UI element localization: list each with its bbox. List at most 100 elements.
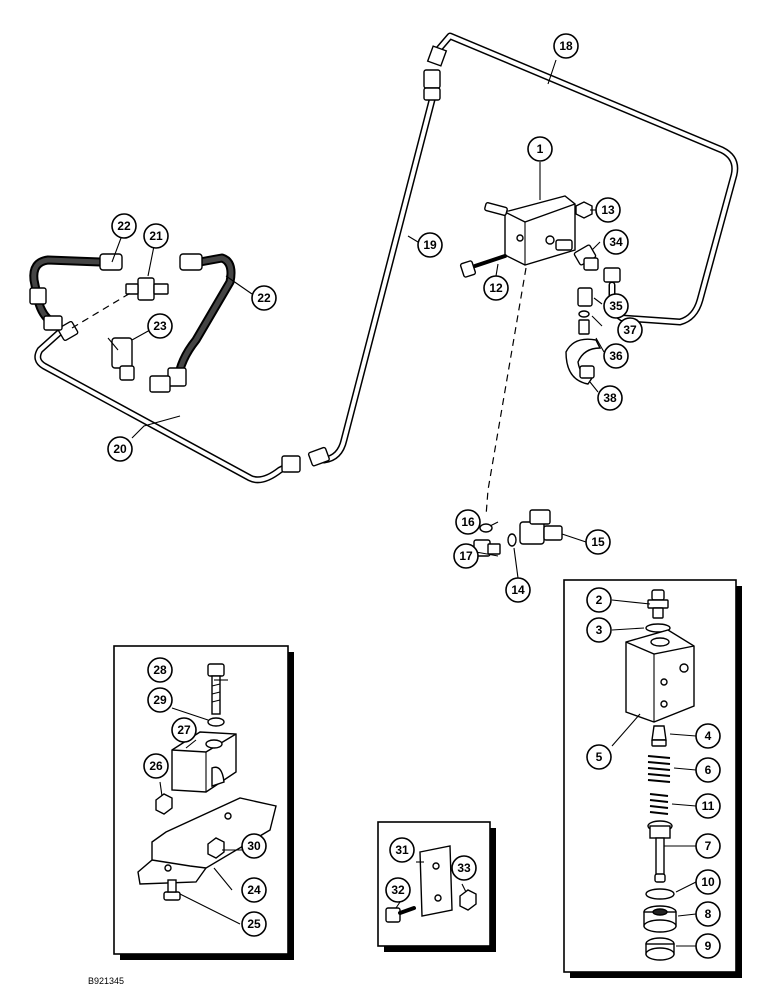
callout-7: 7 <box>695 833 721 859</box>
callout-16: 16 <box>455 509 481 535</box>
callout-22-left: 22 <box>111 213 137 239</box>
svg-text:37: 37 <box>623 323 637 337</box>
fitting-2 <box>647 589 669 619</box>
inset-frame-bracket <box>113 645 294 960</box>
callout-13: 13 <box>595 197 621 223</box>
svg-text:17: 17 <box>459 549 473 563</box>
callout-8: 8 <box>695 901 721 927</box>
callout-38: 38 <box>597 385 623 411</box>
hose-22-right <box>149 253 236 393</box>
svg-text:11: 11 <box>702 799 715 813</box>
svg-text:23: 23 <box>153 319 167 333</box>
svg-text:13: 13 <box>601 203 615 217</box>
o-ring-3 <box>645 623 671 633</box>
svg-text:31: 31 <box>395 843 409 857</box>
callout-20: 20 <box>107 436 133 462</box>
washer-29 <box>207 717 225 727</box>
callout-32: 32 <box>385 877 411 903</box>
callout-29: 29 <box>147 687 173 713</box>
svg-text:20: 20 <box>113 442 127 456</box>
callout-10: 10 <box>695 869 721 895</box>
sleeve-35 <box>577 287 593 307</box>
callout-21: 21 <box>143 223 169 249</box>
callout-4: 4 <box>695 723 721 749</box>
callout-27: 27 <box>171 717 197 743</box>
svg-text:14: 14 <box>511 583 525 597</box>
nut-30 <box>207 837 225 859</box>
svg-text:10: 10 <box>701 875 715 889</box>
callout-26: 26 <box>143 753 169 779</box>
svg-text:8: 8 <box>705 907 712 921</box>
svg-text:5: 5 <box>596 750 603 764</box>
callout-28: 28 <box>147 657 173 683</box>
svg-text:28: 28 <box>153 663 167 677</box>
elbow-34 <box>573 244 599 271</box>
clamp-38 <box>565 338 602 385</box>
tube-19 <box>307 69 441 467</box>
callout-37: 37 <box>617 317 643 343</box>
callout-9: 9 <box>695 933 721 959</box>
callout-5: 5 <box>586 744 612 770</box>
nut-33 <box>459 889 477 911</box>
callout-36: 36 <box>603 343 629 369</box>
callout-15: 15 <box>585 529 611 555</box>
o-ring-14 <box>507 533 517 547</box>
bolt-12 <box>459 254 507 278</box>
svg-text:24: 24 <box>247 883 261 897</box>
bolt-25 <box>163 879 181 901</box>
callout-23: 23 <box>147 313 173 339</box>
callout-6: 6 <box>695 757 721 783</box>
o-ring-10 <box>645 888 675 900</box>
svg-text:33: 33 <box>457 861 471 875</box>
svg-text:2: 2 <box>596 593 603 607</box>
drawing-code: B921345 <box>88 976 125 986</box>
plate-31 <box>419 845 453 917</box>
svg-text:7: 7 <box>705 839 712 853</box>
svg-text:35: 35 <box>609 299 623 313</box>
svg-text:34: 34 <box>609 235 623 249</box>
spring-6 <box>647 755 671 783</box>
callout-1: 1 <box>527 136 553 162</box>
svg-text:18: 18 <box>559 39 573 53</box>
svg-text:9: 9 <box>705 939 712 953</box>
bolt-28 <box>207 663 225 715</box>
tube-18 <box>426 32 739 326</box>
svg-text:19: 19 <box>423 238 437 252</box>
nut-9 <box>645 937 675 961</box>
svg-text:15: 15 <box>591 535 605 549</box>
fitting-36 <box>578 319 590 335</box>
callout-24: 24 <box>241 877 267 903</box>
poppet-4 <box>651 725 667 747</box>
nut-26 <box>155 793 173 815</box>
valve-23 <box>107 337 135 381</box>
o-ring-16 <box>479 523 493 533</box>
callout-22-right: 22 <box>251 285 277 311</box>
svg-text:12: 12 <box>489 281 503 295</box>
svg-text:30: 30 <box>247 839 261 853</box>
bolt-32 <box>385 906 416 923</box>
callout-14: 14 <box>505 577 531 603</box>
valve-body-5 <box>625 629 695 723</box>
svg-text:21: 21 <box>149 229 163 243</box>
callout-34: 34 <box>603 229 629 255</box>
callout-35: 35 <box>603 293 629 319</box>
callout-12: 12 <box>483 275 509 301</box>
svg-text:4: 4 <box>705 729 712 743</box>
svg-text:1: 1 <box>537 142 544 156</box>
block-1 <box>484 195 576 266</box>
spring-11 <box>649 793 669 815</box>
tube-20 <box>34 320 301 484</box>
svg-text:32: 32 <box>391 883 405 897</box>
callout-25: 25 <box>241 911 267 937</box>
svg-text:22: 22 <box>257 291 271 305</box>
callout-2: 2 <box>586 587 612 613</box>
tee-fitting-21 <box>125 277 169 301</box>
callout-31: 31 <box>389 837 415 863</box>
callout-18: 18 <box>553 33 579 59</box>
callout-17: 17 <box>453 543 479 569</box>
leader-lines <box>111 59 697 947</box>
tee-15 <box>519 509 563 545</box>
svg-text:36: 36 <box>609 349 623 363</box>
svg-text:26: 26 <box>149 759 163 773</box>
